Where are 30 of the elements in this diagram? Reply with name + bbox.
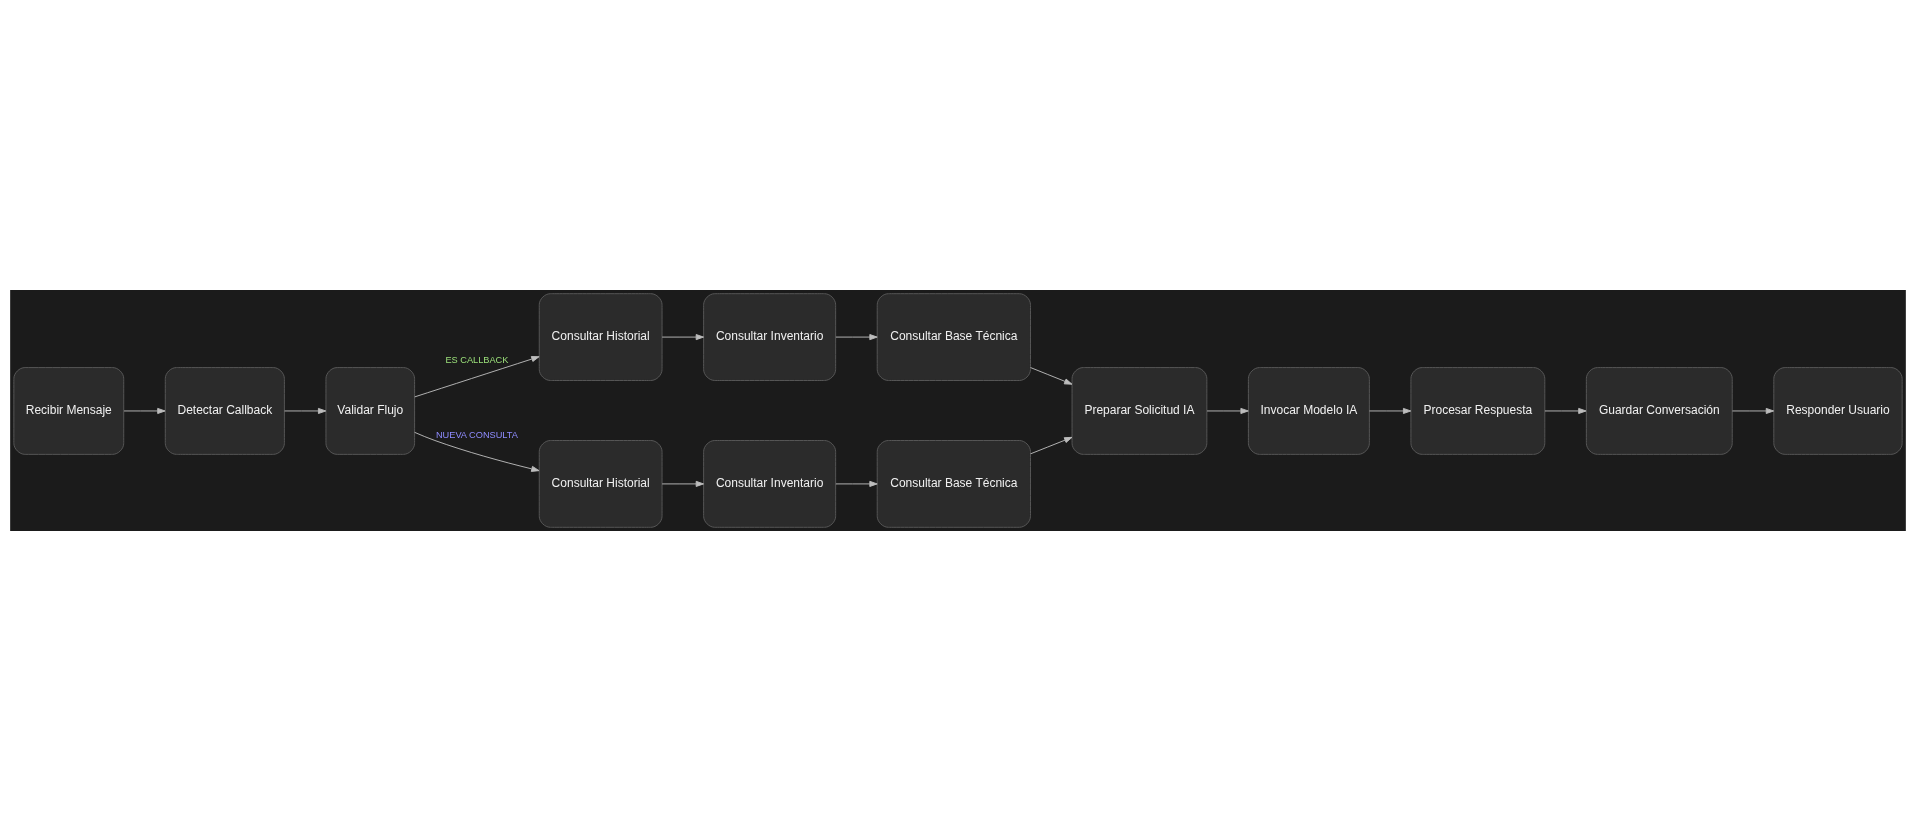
node-box: Consultar Inventario bbox=[703, 293, 837, 381]
arrow bbox=[661, 334, 704, 341]
arrow bbox=[1030, 436, 1073, 455]
arrow bbox=[1206, 407, 1249, 414]
arrow bbox=[1544, 407, 1587, 414]
arrow bbox=[414, 356, 540, 398]
edge-label: ES CALLBACK bbox=[445, 354, 509, 365]
node-box: Consultar Base Técnica bbox=[876, 293, 1031, 381]
arrow bbox=[661, 480, 704, 487]
arrow bbox=[123, 407, 166, 414]
node-box: Consultar Inventario bbox=[703, 440, 837, 528]
node-box: Invocar Modelo IA bbox=[1247, 367, 1370, 455]
arrow bbox=[1369, 407, 1412, 414]
node-box: Preparar Solicitud IA bbox=[1071, 367, 1208, 455]
node-box: Procesar Respuesta bbox=[1410, 367, 1546, 455]
node-box: Validar Flujo bbox=[325, 367, 416, 455]
arrow bbox=[414, 431, 540, 472]
arrow bbox=[284, 407, 327, 414]
node-box: Recibir Mensaje bbox=[13, 367, 125, 455]
node-box: Responder Usuario bbox=[1773, 367, 1903, 455]
arrow bbox=[1030, 367, 1073, 385]
arrow bbox=[835, 480, 878, 487]
node-box: Consultar Historial bbox=[538, 293, 663, 381]
edge-label: NUEVA CONSULTA bbox=[435, 429, 518, 440]
node-box: Detectar Callback bbox=[164, 367, 285, 455]
arrow bbox=[1731, 407, 1775, 414]
node-box: Guardar Conversación bbox=[1585, 367, 1733, 455]
node-box: Consultar Base Técnica bbox=[876, 440, 1031, 528]
arrow bbox=[835, 334, 878, 341]
node-box: Consultar Historial bbox=[538, 440, 663, 528]
